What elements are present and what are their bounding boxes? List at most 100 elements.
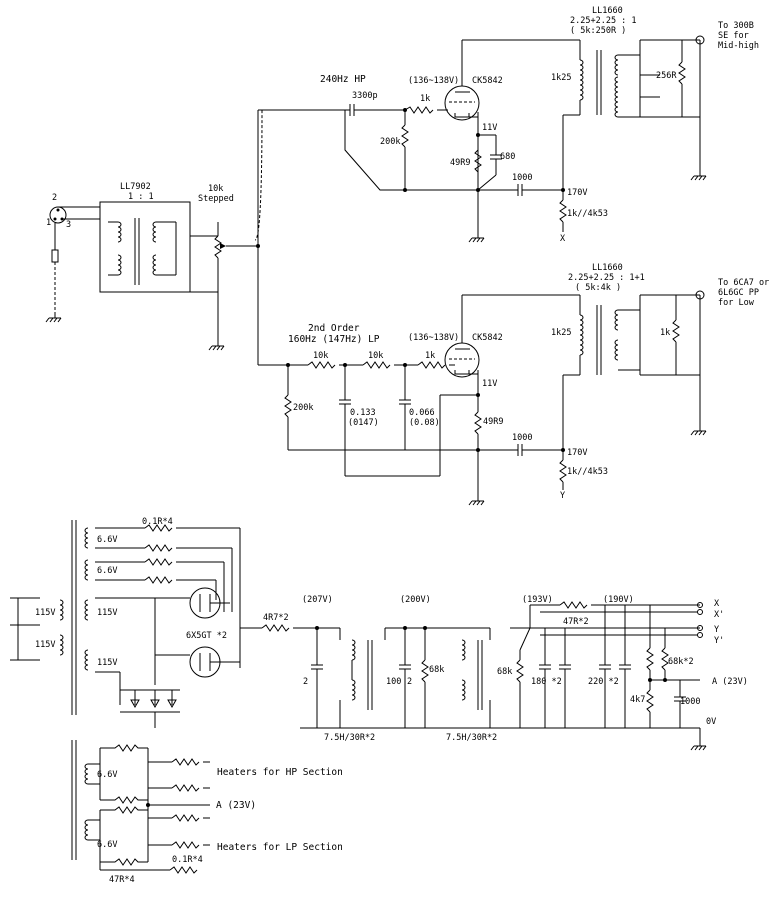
hp-primary-r: 1k25 bbox=[551, 73, 571, 83]
lp-transformer-name: LL1660 bbox=[592, 263, 623, 273]
rectifier-filament-wiring bbox=[95, 524, 241, 705]
hp-transformer-name: LL1660 bbox=[592, 6, 623, 16]
lp-out-text-1: To 6CA7 or bbox=[718, 278, 769, 288]
lp-transformer-imp: ( 5k:4k ) bbox=[575, 283, 621, 293]
psu-c2b: 2 bbox=[407, 677, 412, 687]
heater-lp-label: Heaters for LP Section bbox=[217, 842, 343, 853]
attenuator-type: Stepped bbox=[198, 194, 234, 204]
lp-cathode-r: 49R9 bbox=[483, 417, 503, 427]
hp-plate-node: X bbox=[560, 234, 566, 244]
lp-bias-r: 200k bbox=[293, 403, 313, 413]
psu-ground: 0V bbox=[706, 717, 716, 727]
psu-c5: 1000 bbox=[680, 697, 700, 707]
heater-r-a: 47R*4 bbox=[109, 875, 135, 885]
lp-title-2: 160Hz (147Hz) LP bbox=[288, 334, 380, 345]
heater-a-label: A (23V) bbox=[216, 800, 256, 811]
lp-tube-name: CK5842 bbox=[472, 333, 503, 343]
rectifier-tube-6x5gt-1 bbox=[189, 587, 230, 619]
hp-transformer-imp: ( 5k:250R ) bbox=[570, 26, 626, 36]
psu-out-x-prime: X' bbox=[714, 610, 724, 620]
heater-hp-label: Heaters for HP Section bbox=[217, 767, 343, 778]
input-transformer-name: LL7902 bbox=[120, 182, 151, 192]
xlr-pin-1: 1 bbox=[46, 218, 51, 228]
input-node bbox=[256, 244, 260, 248]
psu-diode-stack bbox=[120, 689, 180, 728]
hp-cathode-c: 680 bbox=[500, 152, 515, 162]
hp-out-text-3: Mid-high bbox=[718, 41, 759, 51]
psu-choke2: 7.5H/30R*2 bbox=[446, 733, 497, 743]
psu-r2: 68k bbox=[429, 665, 444, 675]
attenuator-value: 10k bbox=[208, 184, 223, 194]
psu-rectifier: 6X5GT *2 bbox=[186, 631, 227, 641]
psu-r3: 47R*2 bbox=[563, 617, 589, 627]
hp-cap-value: 3300p bbox=[352, 91, 378, 101]
hp-plate-coupling bbox=[478, 114, 580, 232]
psu-main-filter bbox=[240, 605, 540, 728]
psu-r1: 4R7*2 bbox=[263, 613, 289, 623]
psu-choke1: 7.5H/30R*2 bbox=[324, 733, 375, 743]
psu-r4: 68k bbox=[497, 667, 512, 677]
psu-out-y-prime: Y' bbox=[714, 636, 724, 646]
psu-c2: 100 bbox=[386, 677, 401, 687]
hp-bias-volt: (136~138V) bbox=[408, 76, 459, 86]
xlr-pin-3: 3 bbox=[66, 220, 71, 230]
rectifier-tube-6x5gt-2 bbox=[189, 646, 240, 678]
psu-series-r: 0.1R*4 bbox=[142, 517, 173, 527]
hp-plate-volt: 170V bbox=[567, 188, 587, 198]
lp-tube-ck5842 bbox=[444, 294, 580, 506]
psu-winding-1: 6.6V bbox=[97, 535, 117, 545]
lp-plate-node: Y bbox=[560, 491, 565, 501]
lp-plate-volt: 170V bbox=[567, 448, 587, 458]
lp-primary-r: 1k25 bbox=[551, 328, 571, 338]
hp-load-r: 256R bbox=[656, 71, 677, 81]
lp-c2-b: (0.08) bbox=[409, 418, 440, 428]
hp-tube-ck5842 bbox=[444, 39, 580, 190]
psu-c4: 220 *2 bbox=[588, 677, 619, 687]
lp-output-transformer bbox=[579, 290, 707, 436]
psu-r5: 68k*2 bbox=[668, 657, 694, 667]
power-transformer bbox=[10, 520, 89, 715]
psu-a-out: A (23V) bbox=[712, 677, 748, 687]
hp-cathode-r: 49R9 bbox=[450, 158, 470, 168]
lp-grid-r: 1k bbox=[425, 351, 435, 361]
stepped-attenuator bbox=[208, 222, 258, 351]
psu-out-y: Y bbox=[714, 625, 719, 635]
hp-plate-r: 1k//4k53 bbox=[567, 209, 608, 219]
lp-load-r: 1k bbox=[660, 328, 670, 338]
lp-filter-network bbox=[258, 361, 478, 477]
lp-bias-volt: (136~138V) bbox=[408, 333, 459, 343]
hp-out-text-2: SE for bbox=[718, 31, 749, 41]
psu-output-filter bbox=[300, 601, 707, 751]
heater-winding-1: 6.6V bbox=[97, 770, 117, 780]
psu-c1: 2 bbox=[303, 677, 308, 687]
lp-out-text-3: for Low bbox=[718, 298, 755, 308]
psu-v2: (200V) bbox=[400, 595, 431, 605]
psu-v1: (207V) bbox=[302, 595, 333, 605]
lp-c1-a: 0.133 bbox=[350, 408, 376, 418]
input-transformer-ratio: 1 : 1 bbox=[128, 192, 154, 202]
hp-cathode-network bbox=[468, 134, 502, 243]
lp-r1: 10k bbox=[313, 351, 328, 361]
shield-dashed bbox=[254, 109, 263, 241]
hp-transformer-ratio: 2.25+2.25 : 1 bbox=[570, 16, 637, 26]
lp-plate-r: 1k//4k53 bbox=[567, 467, 608, 477]
psu-c3: 180 *2 bbox=[531, 677, 562, 687]
hp-grid-bias-r: 200k bbox=[380, 137, 400, 147]
hp-coupling-c: 1000 bbox=[512, 173, 532, 183]
lp-out-text-2: 6L6GC PP bbox=[718, 288, 759, 298]
hp-input-wiring bbox=[258, 104, 478, 192]
hp-grid-r: 1k bbox=[420, 94, 430, 104]
heater-transformer bbox=[71, 740, 210, 874]
psu-v4: (190V) bbox=[603, 595, 634, 605]
lp-c2-a: 0.066 bbox=[409, 408, 435, 418]
heater-r-b: 0.1R*4 bbox=[172, 855, 203, 865]
lp-coupling-c: 1000 bbox=[512, 433, 532, 443]
hp-out-text-1: To 300B bbox=[718, 21, 754, 31]
psu-v3: (193V) bbox=[522, 595, 553, 605]
psu-out-x: X bbox=[714, 599, 720, 609]
hp-output-transformer bbox=[579, 35, 707, 181]
psu-winding-3: 115V bbox=[97, 608, 117, 618]
lp-title-1: 2nd Order bbox=[308, 323, 360, 334]
